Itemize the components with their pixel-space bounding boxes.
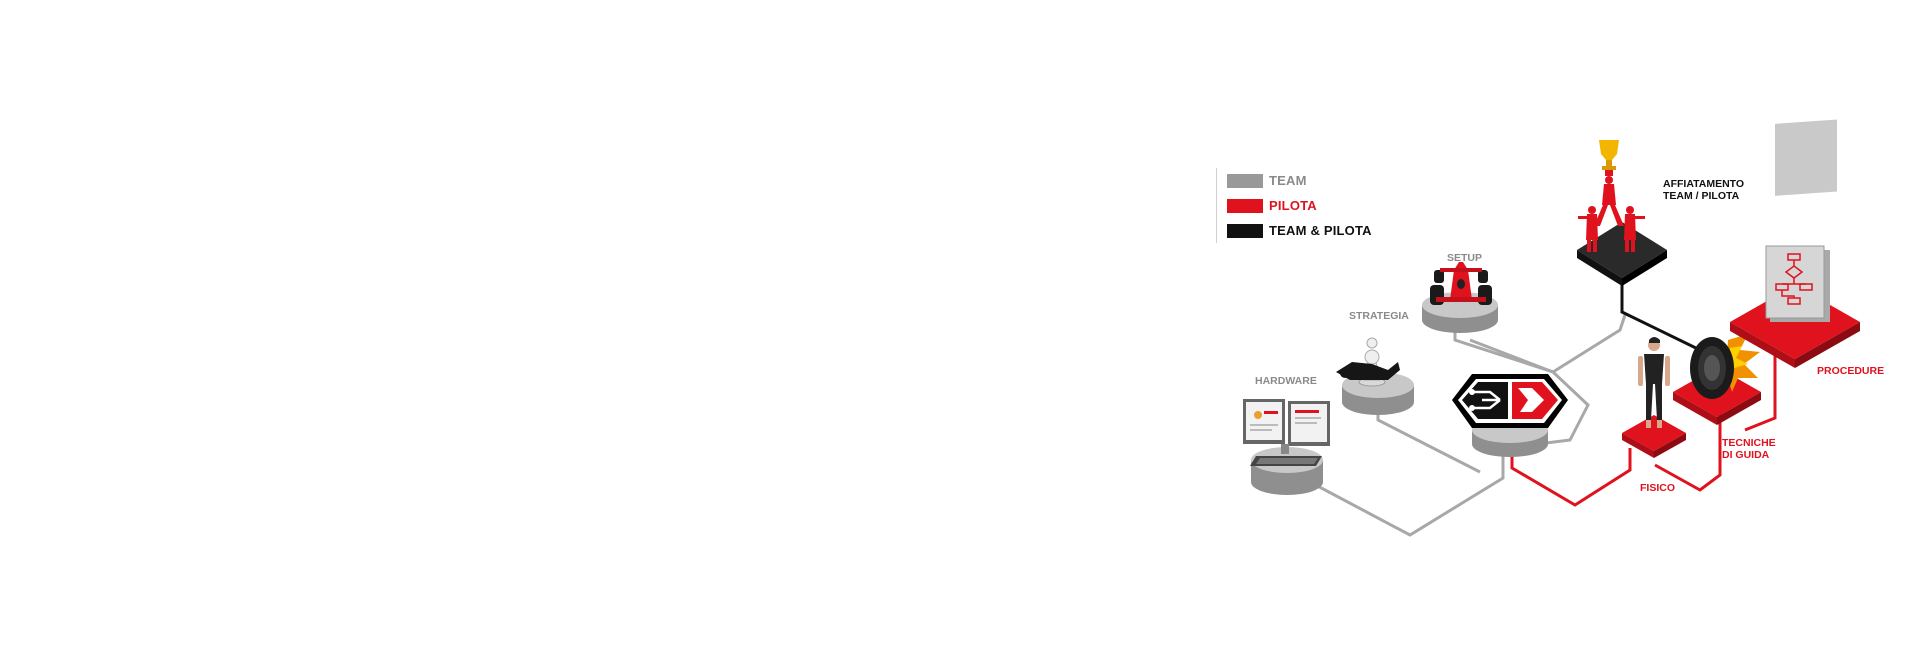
- connector-hub-fisico: [1510, 448, 1632, 507]
- node-affiatamento: [1577, 140, 1667, 286]
- connector-tecniche-procedure: [1744, 355, 1777, 432]
- connector-affiatamento-procedure: [1620, 285, 1701, 352]
- connectors-pilota: [1510, 355, 1777, 507]
- label-tecniche-line2: DI GUIDA: [1722, 449, 1770, 461]
- label-strategia: STRATEGIA: [1349, 310, 1409, 322]
- race-car-icon: [1430, 262, 1492, 305]
- trophy-podium-icon: [1578, 140, 1645, 252]
- connector-strategia-hub: [1376, 412, 1481, 474]
- monitors-keyboard-icon: [1243, 399, 1330, 466]
- label-fisico: FISICO: [1640, 482, 1676, 494]
- connectors-team: [1309, 314, 1627, 537]
- legend-label-pilota: PILOTA: [1269, 198, 1317, 213]
- connector-fisico-tecniche: [1654, 405, 1722, 492]
- flowchart-documents-icon: [1765, 119, 1837, 322]
- connector-hardware-hub: [1309, 455, 1505, 537]
- node-hardware: [1243, 399, 1330, 495]
- label-affiatamento-line2: TEAM / PILOTA: [1663, 190, 1740, 202]
- legend-swatch-team-pilota: [1227, 223, 1263, 238]
- legend: TEAM PILOTA TEAM & PILOTA: [1216, 168, 1372, 243]
- label-hardware: HARDWARE: [1255, 375, 1317, 387]
- label-affiatamento-line1: AFFIATAMENTO: [1663, 178, 1745, 190]
- legend-item-pilota: PILOTA: [1227, 193, 1372, 218]
- athlete-figure-icon: [1638, 337, 1670, 428]
- flaming-tire-icon: [1690, 334, 1760, 399]
- team-pilot-logo-icon: [1452, 374, 1568, 428]
- legend-item-team-pilota: TEAM & PILOTA: [1227, 218, 1372, 243]
- label-setup: SETUP: [1447, 252, 1483, 264]
- label-affiatamento: AFFIATAMENTO TEAM / PILOTA: [1663, 178, 1744, 202]
- node-tecniche: [1673, 334, 1761, 425]
- legend-label-team: TEAM: [1269, 173, 1307, 188]
- connector-setup-hub: [1453, 332, 1590, 447]
- chess-pieces-icon: [1336, 337, 1400, 387]
- legend-label-team-pilota: TEAM & PILOTA: [1269, 223, 1372, 238]
- legend-swatch-pilota: [1227, 198, 1263, 213]
- label-tecniche: TECNICHE DI GUIDA: [1722, 437, 1776, 461]
- node-strategia: [1336, 337, 1414, 415]
- legend-item-team: TEAM: [1227, 168, 1372, 193]
- connector-setup-affiatamento: [1469, 314, 1627, 374]
- node-fisico: [1622, 337, 1686, 458]
- label-tecniche-line1: TECNICHE: [1722, 437, 1776, 449]
- node-procedure: [1730, 119, 1860, 368]
- label-procedure: PROCEDURE: [1817, 365, 1885, 377]
- node-setup: [1422, 262, 1498, 333]
- legend-swatch-team: [1227, 173, 1263, 188]
- node-hub: [1452, 374, 1568, 457]
